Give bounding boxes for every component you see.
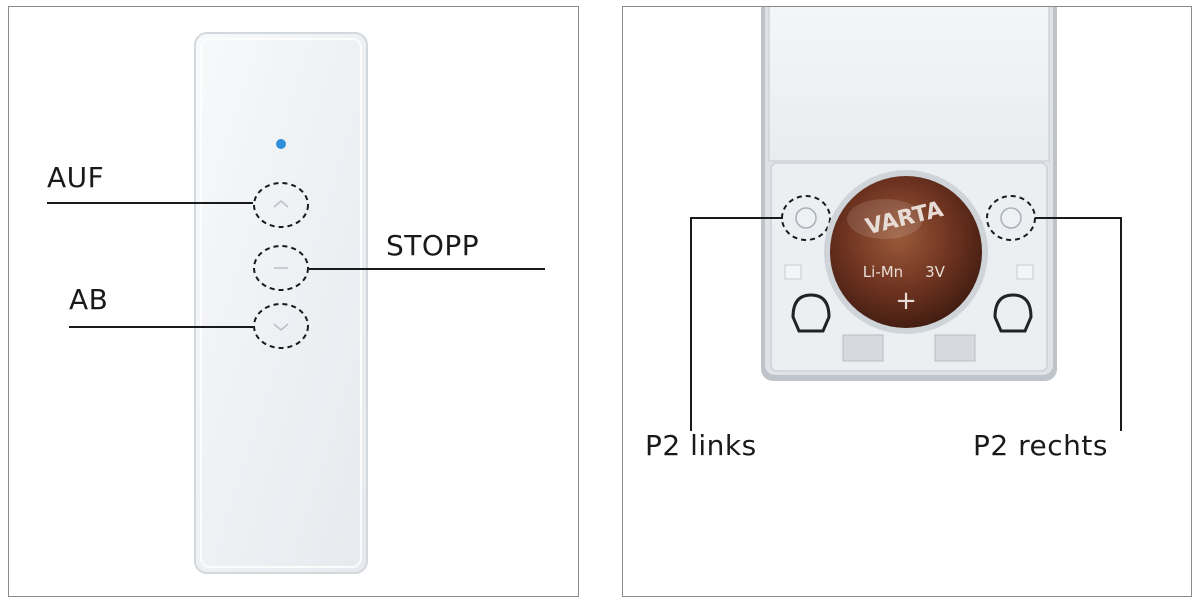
p2-left-marker xyxy=(781,195,831,241)
battery-polarity: + xyxy=(895,286,917,316)
up-label: AUF xyxy=(47,161,105,194)
coin-battery xyxy=(830,176,982,328)
p2-right-label: P2 rechts xyxy=(973,429,1108,462)
battery-chemistry: Li-Mn xyxy=(863,263,903,281)
right-hook xyxy=(993,293,1033,333)
p2-right-contact xyxy=(1000,207,1022,229)
p2-right-leader-line xyxy=(1035,217,1122,431)
p2-left-leader-line xyxy=(690,217,783,431)
stop-button-marker xyxy=(253,245,309,291)
chevron-up-icon xyxy=(273,200,289,208)
up-button-marker xyxy=(253,182,309,228)
stop-label: STOPP xyxy=(386,229,480,262)
down-label: AB xyxy=(69,283,109,316)
chevron-down-icon xyxy=(273,323,289,331)
left-hook xyxy=(791,293,831,333)
battery-lid xyxy=(768,7,1050,162)
remote-body xyxy=(194,32,368,574)
p2-left-contact xyxy=(795,207,817,229)
battery-voltage: 3V xyxy=(925,263,946,281)
down-button-marker xyxy=(253,303,309,349)
battery-compartment-panel: VARTA Li-Mn 3V + P2 links P2 rechts xyxy=(622,6,1192,597)
battery-compartment-illustration: VARTA Li-Mn 3V + xyxy=(690,7,1122,431)
remote-front-illustration xyxy=(47,32,545,574)
p2-left-label: P2 links xyxy=(645,429,757,462)
status-led xyxy=(276,139,286,149)
remote-front-panel: AUF STOPP AB xyxy=(8,6,579,597)
